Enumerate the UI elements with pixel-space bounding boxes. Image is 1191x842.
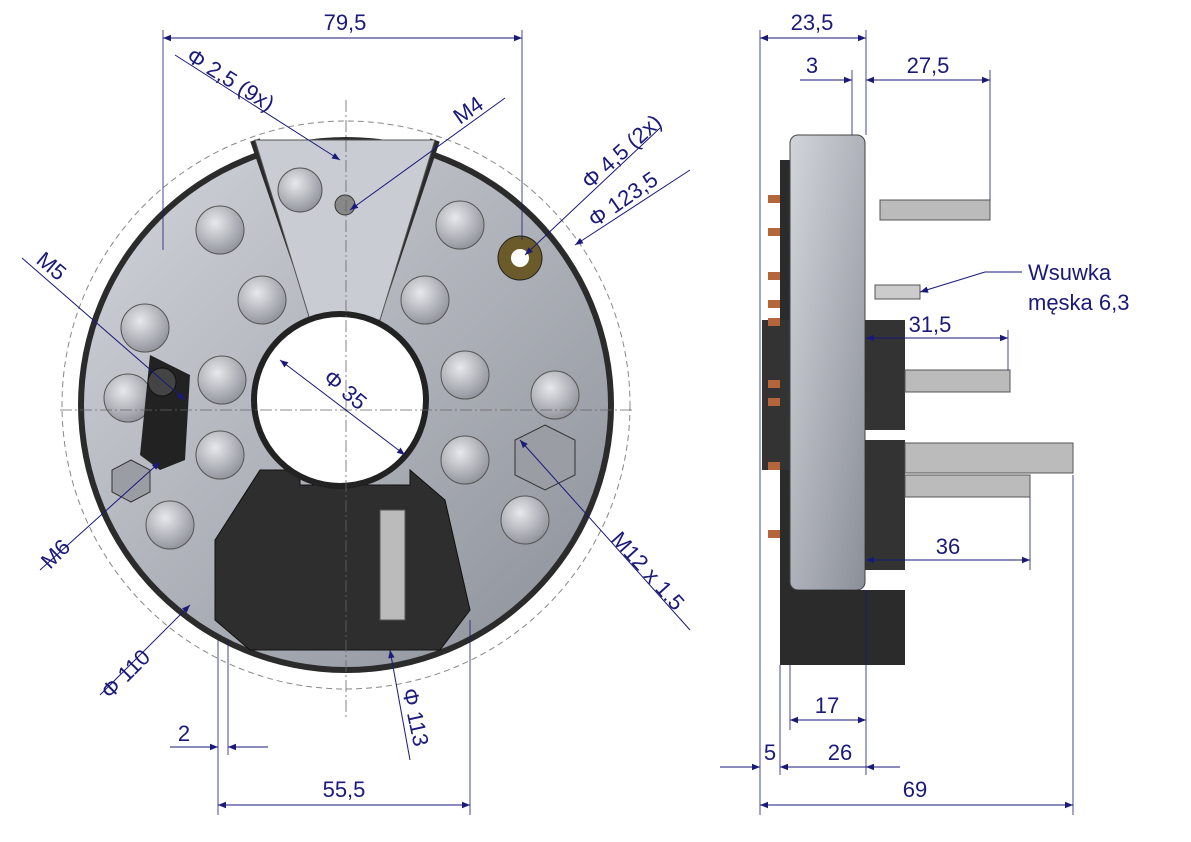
side-dimensions: 23,5 3 27,5 Wsuwka męska 6,3 31,5 36 17 … [720,10,1130,815]
diode-leads [768,195,780,538]
label-meska-6-3: męska 6,3 [1028,290,1130,315]
dim-m5: M5 [32,247,71,286]
side-view [762,134,1074,665]
dim-17: 17 [815,693,839,718]
dim-m4: M4 [449,91,488,129]
m4-screw [334,194,356,216]
dim-23-5: 23,5 [791,10,834,35]
stud-m6-side [904,369,1011,393]
dim-2: 2 [178,721,190,746]
dim-5: 5 [764,740,776,765]
dim-55-5: 55,5 [323,777,366,802]
dim-dia-110: Φ 110 [96,644,155,703]
dim-m12: M12 x 1.5 [606,527,689,616]
stud-m4-side [904,474,1031,498]
m5-nut [147,367,177,397]
dim-31-5: 31,5 [909,312,952,337]
diode-pads [103,167,580,550]
side-heat-sinks [789,134,866,591]
label-wsuwka: Wsuwka [1028,260,1112,285]
dim-m6: M6 [36,534,75,573]
dim-hole-2-5: Φ 2,5 (9x) [182,43,279,116]
dim-3: 3 [806,53,818,78]
side-plastic-lower [762,320,790,470]
stud-hole [511,249,529,267]
stud-m12-side [904,442,1074,474]
dim-36: 36 [936,534,960,559]
plastic-housing [214,468,471,651]
side-block [865,320,905,430]
dim-27-5: 27,5 [907,53,950,78]
side-block-2 [865,440,905,570]
dim-69: 69 [903,777,927,802]
dim-79-5: 79,5 [324,10,367,35]
side-bottom [790,590,905,665]
front-view [60,100,635,720]
terminal-blade [379,509,406,621]
m6-nut [111,459,151,503]
spade-terminal [874,284,921,300]
stud-m5-side [879,199,991,221]
m12-nut [514,424,576,491]
dim-26: 26 [828,740,852,765]
